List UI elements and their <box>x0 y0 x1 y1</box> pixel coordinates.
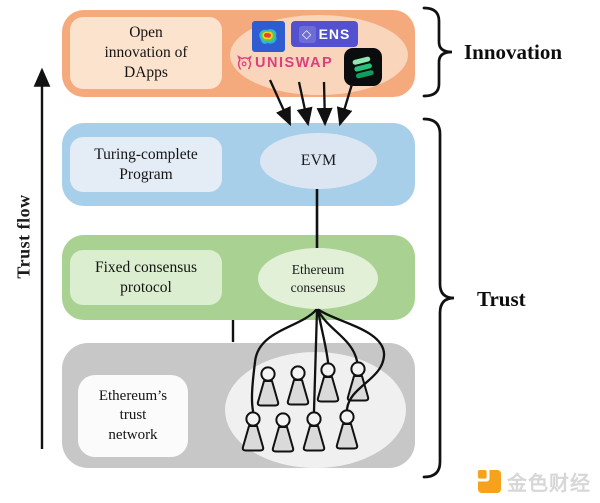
trust-bracket <box>422 117 455 479</box>
evm-node: EVM <box>260 133 377 189</box>
compound-logo-icon <box>344 48 382 86</box>
uniswap-unicorn-icon <box>237 54 252 70</box>
program-label: Turing-complete Program <box>70 137 222 192</box>
uniswap-logo: UNISWAP <box>236 53 333 73</box>
innovation-bracket-label: Innovation <box>464 40 563 64</box>
jinse-logo-icon <box>477 469 502 494</box>
stacked-layers-icon <box>352 56 374 79</box>
uniswap-logo-label: UNISWAP <box>255 55 334 71</box>
ens-logo-label: ENS <box>318 26 351 42</box>
ens-logo: ◇ ENS <box>291 21 358 47</box>
ethereum-consensus-node: Ethereum consensus <box>258 248 378 309</box>
watermark-text: 金色财经 <box>507 473 591 495</box>
jinse-watermark: 金色财经 <box>477 467 591 496</box>
consensus-layer-box: Fixed consensus protocol Ethereum consen… <box>62 235 415 320</box>
colorful-blob-icon <box>258 29 277 44</box>
trust-flow-axis-label: Trust flow <box>13 194 34 279</box>
dapp-logo-icon <box>252 21 285 52</box>
consensus-label: Fixed consensus protocol <box>70 250 222 305</box>
network-label: Ethereum’s trust network <box>78 375 188 457</box>
trust-network-ellipse <box>225 352 406 468</box>
innovation-bracket <box>422 6 453 98</box>
program-layer-box: Turing-complete Program EVM <box>62 123 415 206</box>
ens-diamond-icon: ◇ <box>298 25 316 43</box>
network-layer-box: Ethereum’s trust network <box>62 343 415 468</box>
dapps-label: Open innovation of DApps <box>70 17 222 89</box>
trust-bracket-label: Trust <box>477 287 526 311</box>
